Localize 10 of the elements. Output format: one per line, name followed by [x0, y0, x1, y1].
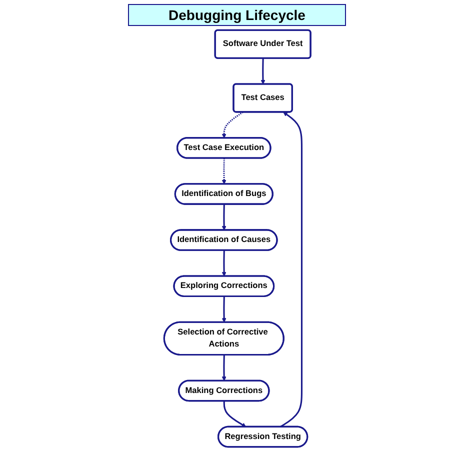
- arrow: [221, 158, 226, 184]
- arrow: [221, 250, 226, 276]
- arrow: [221, 112, 243, 138]
- arrow: [222, 401, 246, 428]
- arrow: [221, 204, 226, 230]
- arrow: [279, 112, 302, 428]
- arrow: [260, 58, 265, 84]
- arrow: [221, 354, 226, 382]
- arrow: [221, 296, 226, 323]
- title-banner: Debugging Lifecycle: [128, 4, 346, 26]
